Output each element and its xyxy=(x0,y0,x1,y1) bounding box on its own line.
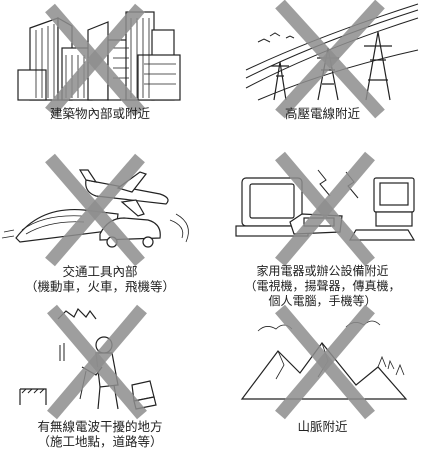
caption-line: （施工地點，道路等） xyxy=(37,434,163,449)
power-lines-icon xyxy=(245,0,419,119)
caption-power-lines: 高壓電線附近 xyxy=(218,106,427,121)
caption-line: 個人電腦，手機等） xyxy=(268,294,377,308)
caption-line: 山脈附近 xyxy=(297,419,348,434)
vehicles-icon xyxy=(1,153,189,267)
caption-buildings: 建築物內部或附近 xyxy=(0,106,200,121)
panel-interference: 有無線電波干擾的地方 （施工地點，道路等） xyxy=(0,304,200,459)
caption-line: 高壓電線附近 xyxy=(284,106,360,121)
caption-vehicles: 交通工具內部 （機動車，火車，飛機等） xyxy=(0,264,200,294)
caption-line: 建築物內部或附近 xyxy=(49,106,150,121)
panel-appliances: 家用電器或辦公設備附近 （電視機，揚聲器，傳真機， 個人電腦，手機等） xyxy=(218,150,427,320)
caption-line: （機動車，火車，飛機等） xyxy=(24,279,175,294)
caption-line: 家用電器或辦公設備附近 xyxy=(256,264,389,278)
panel-vehicles: 交通工具內部 （機動車，火車，飛機等） xyxy=(0,150,200,300)
panel-mountains: 山脈附近 xyxy=(218,304,427,459)
construction-icon xyxy=(19,304,157,420)
mountains-icon xyxy=(240,304,408,420)
buildings-icon xyxy=(17,3,181,117)
caption-line: 交通工具內部 xyxy=(62,264,138,279)
caption-mountains: 山脈附近 xyxy=(218,419,427,434)
caption-line: （電視機，揚聲器，傳真機， xyxy=(244,279,401,293)
caption-appliances: 家用電器或辦公設備附近 （電視機，揚聲器，傳真機， 個人電腦，手機等） xyxy=(218,264,427,309)
panel-power-lines: 高壓電線附近 xyxy=(218,0,427,150)
caption-interference: 有無線電波干擾的地方 （施工地點，道路等） xyxy=(0,419,200,449)
panel-buildings: 建築物內部或附近 xyxy=(0,0,200,150)
appliances-icon xyxy=(235,151,416,267)
caption-line: 有無線電波干擾的地方 xyxy=(37,419,163,434)
